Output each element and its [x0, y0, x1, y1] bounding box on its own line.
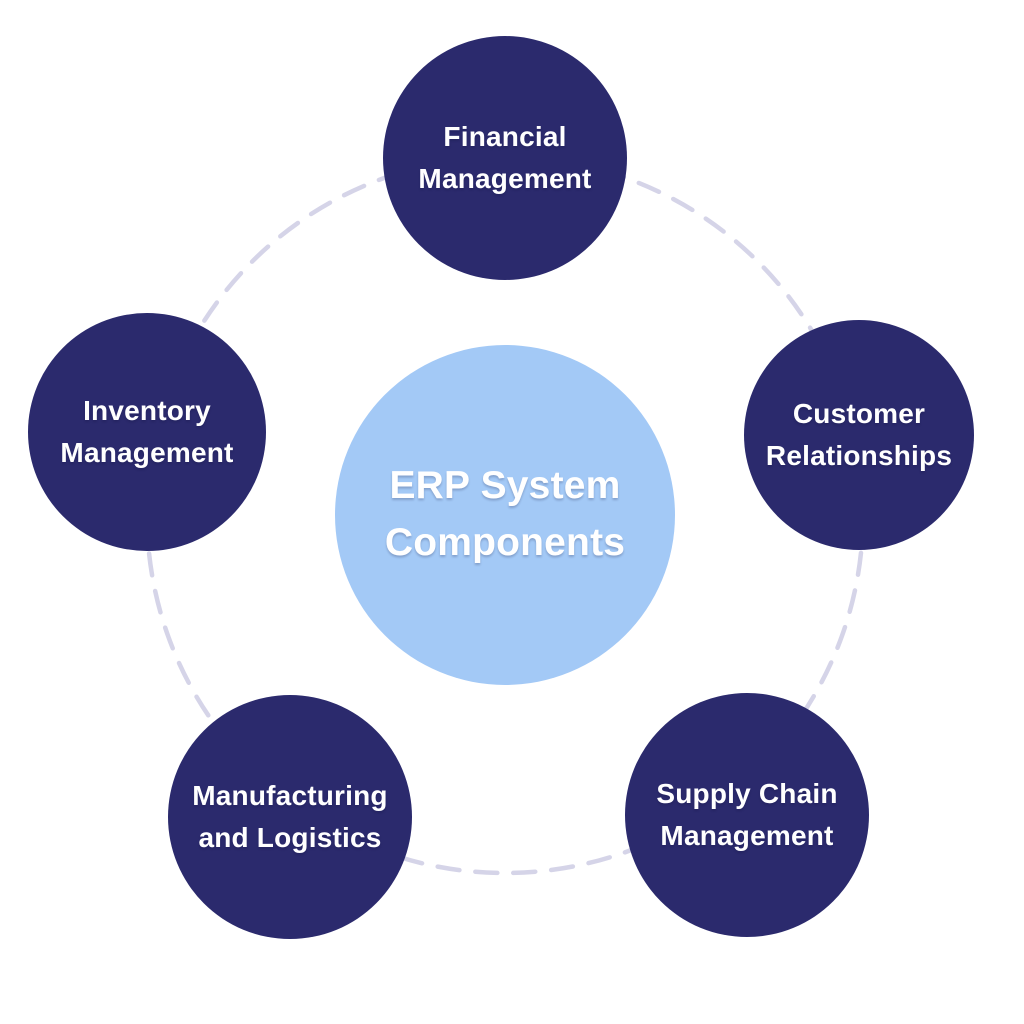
node-customer-relationships-label: Customer Relationships	[765, 398, 953, 471]
node-manufacturing-and-logistics: Manufacturing and Logistics	[168, 695, 412, 939]
node-manufacturing-and-logistics-label: Manufacturing and Logistics	[192, 780, 388, 853]
node-inventory-management: Inventory Management	[28, 313, 266, 551]
node-inventory-management-label: Inventory Management	[60, 395, 234, 468]
center-node-erp-system-components: ERP System Components	[335, 345, 675, 685]
node-financial-management-label: Financial Management	[418, 121, 592, 194]
center-node-label: ERP System Components	[384, 464, 626, 564]
node-supply-chain-management: Supply Chain Management	[625, 693, 869, 937]
node-customer-relationships: Customer Relationships	[744, 320, 974, 550]
node-financial-management: Financial Management	[383, 36, 627, 280]
node-supply-chain-management-label: Supply Chain Management	[656, 778, 838, 851]
